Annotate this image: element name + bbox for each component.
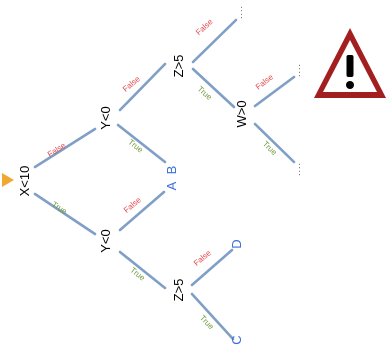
edge-label-true: True <box>128 266 147 283</box>
edge-z-upper-more-1 <box>191 18 238 64</box>
leaf-more-2: .... <box>292 63 302 77</box>
edge-root-y-upper <box>33 127 97 169</box>
edge-y-lower-z-lower <box>118 250 167 290</box>
edge-z-lower-d <box>190 248 234 287</box>
edge-label-false: False <box>194 17 215 37</box>
node-root: X<10 <box>17 166 32 197</box>
edge-y-upper-z-upper <box>118 62 167 112</box>
node-w: W>0 <box>234 100 249 127</box>
leaf-c: C <box>229 335 244 344</box>
edge-w-more-2 <box>253 75 296 108</box>
leaf-a: A <box>164 181 179 190</box>
edge-y-upper-b <box>116 123 167 164</box>
edge-label-false: False <box>254 72 275 91</box>
edge-root-y-lower <box>33 192 97 236</box>
edge-z-upper-w <box>191 67 236 109</box>
edge-label-false: False <box>192 248 213 268</box>
node-z-lower: Z>5 <box>171 279 186 302</box>
leaf-d: D <box>229 239 244 248</box>
edge-label-true: True <box>126 138 145 155</box>
edge-label-false: False <box>46 141 68 160</box>
leaf-b: B <box>164 166 179 175</box>
leaf-more-3: .... <box>292 162 302 176</box>
edge-label-true: True <box>261 139 279 157</box>
edge-w-more-3 <box>253 122 296 164</box>
edge-z-lower-c <box>190 292 235 341</box>
node-y-upper: Y<0 <box>98 106 113 130</box>
warning-triangle-icon <box>314 28 386 98</box>
edge-y-lower-a <box>118 190 166 232</box>
node-y-lower: Y<0 <box>98 229 113 253</box>
arrow-right-icon <box>2 173 14 187</box>
node-z-upper: Z>5 <box>171 55 186 78</box>
leaf-more-1: .... <box>234 5 244 19</box>
